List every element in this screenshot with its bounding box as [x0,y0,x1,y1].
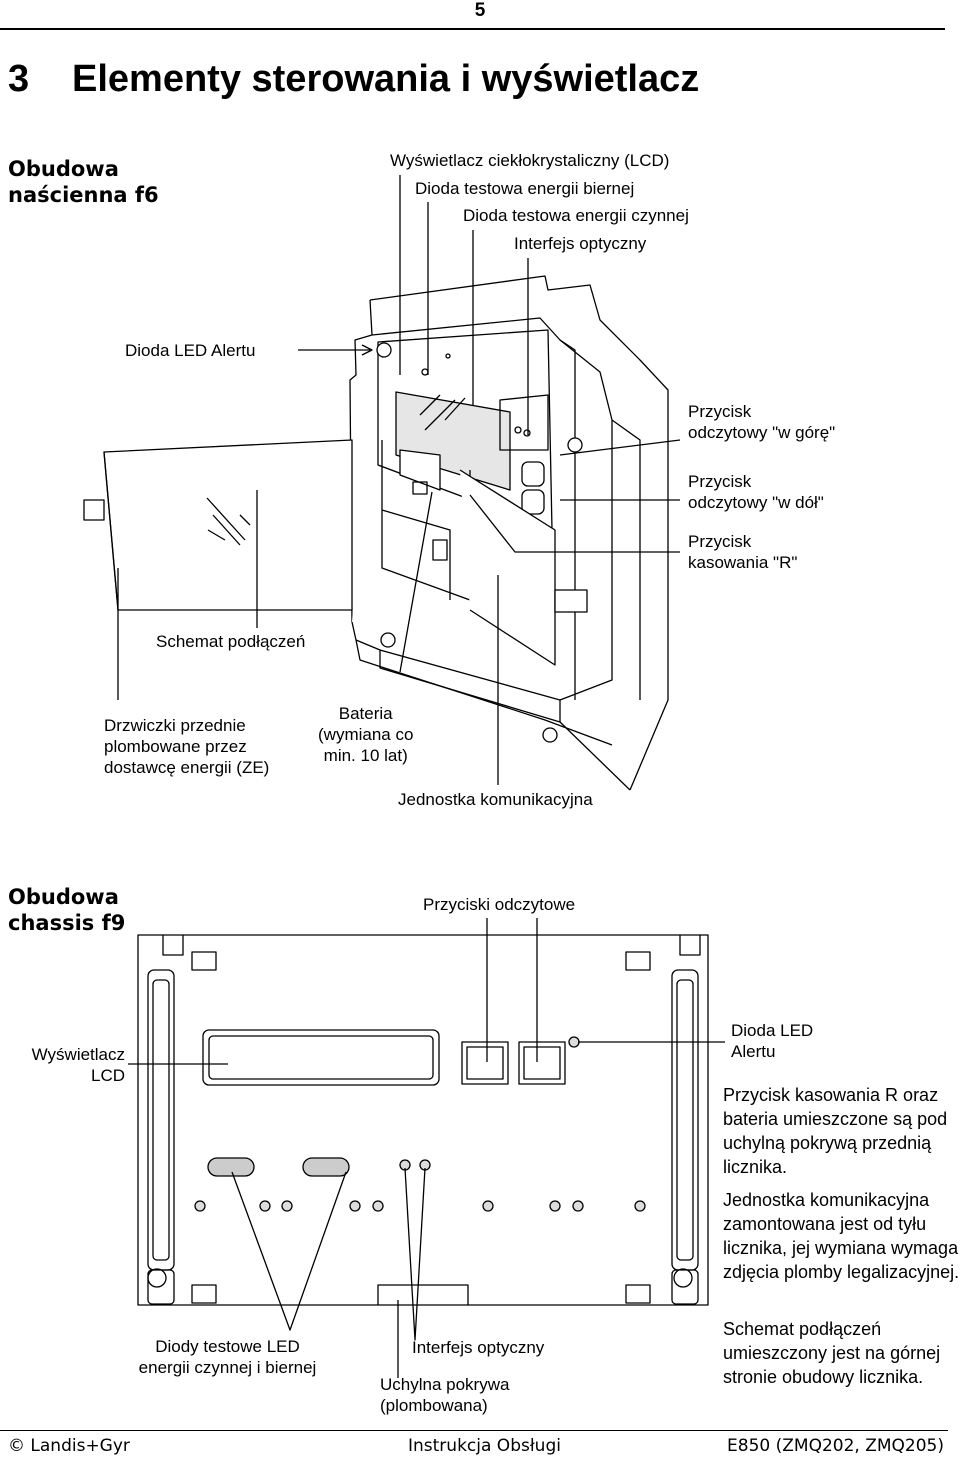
label-button-up-line2: odczytowy "w górę" [688,423,836,442]
footer-manual-title: Instrukcja Obsługi [408,1436,561,1456]
chassis-housing-title-line2: chassis f9 [8,911,126,935]
label-optical-interface: Interfejs optyczny [514,234,647,253]
label-alert-led: Dioda LED Alertu [125,341,256,360]
footer: © Landis+Gyr Instrukcja Obsługi E850 (ZM… [0,1436,960,1462]
label-hinged-cover-line2: (plombowana) [380,1396,488,1415]
label-front-door-line1: Drzwiczki przednie [104,716,246,735]
label-button-up: Przycisk odczytowy "w górę" [688,401,835,443]
label-button-down-line1: Przycisk [688,472,752,491]
label-comm-unit: Jednostka komunikacyjna [398,790,593,809]
label-chassis-alert-led-line1: Dioda LED [731,1021,814,1040]
page-title: 3 Elementy sterowania i wyświetlacz [8,58,699,101]
label-battery: Bateria (wymiana co min. 10 lat) [318,703,413,766]
label-battery-line1: Bateria [338,704,393,723]
wall-housing-title: Obudowa naścienna f6 [8,156,159,208]
label-led-active: Dioda testowa energii czynnej [463,206,689,225]
label-front-door-line2: plombowane przez [104,737,247,756]
wall-meter-illustration [83,275,669,791]
wall-housing-title-line1: Obudowa [8,157,119,181]
note-wiring-diagram: Schemat podłączeń umieszczony jest na gó… [723,1319,941,1387]
label-test-leds-line2: energii czynnej i biernej [138,1358,317,1377]
label-front-door-line3: dostawcę energii (ZE) [104,758,270,777]
label-button-down-line2: odczytowy "w dół" [688,493,824,512]
label-hinged-cover-line1: Uchylna pokrywa [380,1375,510,1394]
footer-copyright: © Landis+Gyr [8,1436,130,1456]
label-read-buttons: Przyciski odczytowe [423,895,576,914]
label-test-leds-line1: Diody testowe LED [155,1337,300,1356]
top-rule [0,28,945,30]
label-chassis-lcd: Wyświetlacz LCD [10,1044,125,1086]
chassis-meter-illustration [137,934,709,1306]
chassis-housing-title: Obudowa chassis f9 [8,884,125,936]
label-chassis-optical: Interfejs optyczny [412,1338,545,1357]
note-comm-unit: Jednostka komunikacyjna zamontowana jest… [723,1190,960,1282]
label-lcd: Wyświetlacz ciekłokrystaliczny (LCD) [390,151,670,170]
footer-rule [0,1430,948,1431]
label-chassis-lcd-line2: LCD [90,1066,125,1085]
label-button-reset: Przycisk kasowania "R" [688,531,797,573]
label-wiring-diagram: Schemat podłączeń [156,632,306,651]
footer-model: E850 (ZMQ202, ZMQ205) [727,1436,944,1456]
label-hinged-cover: Uchylna pokrywa (plombowana) [380,1374,509,1416]
label-chassis-alert-led-line2: Alertu [731,1042,776,1061]
label-test-leds: Diody testowe LED energii czynnej i bier… [120,1336,335,1378]
wall-leader-lines [117,175,681,785]
label-button-up-line1: Przycisk [688,402,752,421]
label-button-down: Przycisk odczytowy "w dół" [688,471,824,513]
chassis-leader-lines [128,918,725,1378]
label-chassis-lcd-line1: Wyświetlacz [31,1045,125,1064]
section-title: Elementy sterowania i wyświetlacz [72,58,700,100]
label-button-reset-line2: kasowania "R" [688,553,798,572]
label-battery-line3: min. 10 lat) [323,746,408,765]
label-led-reactive: Dioda testowa energii biernej [415,179,635,198]
chassis-housing-title-line1: Obudowa [8,885,119,909]
label-front-door: Drzwiczki przednie plombowane przez dost… [104,715,269,778]
label-battery-line2: (wymiana co [318,725,414,744]
note-reset-battery: Przycisk kasowania R oraz bateria umiesz… [723,1085,948,1177]
label-button-reset-line1: Przycisk [688,532,752,551]
label-chassis-alert-led: Dioda LED Alertu [731,1020,813,1062]
wall-housing-title-line2: naścienna f6 [8,183,159,207]
section-number: 3 [8,58,30,100]
page-number: 5 [474,0,486,21]
